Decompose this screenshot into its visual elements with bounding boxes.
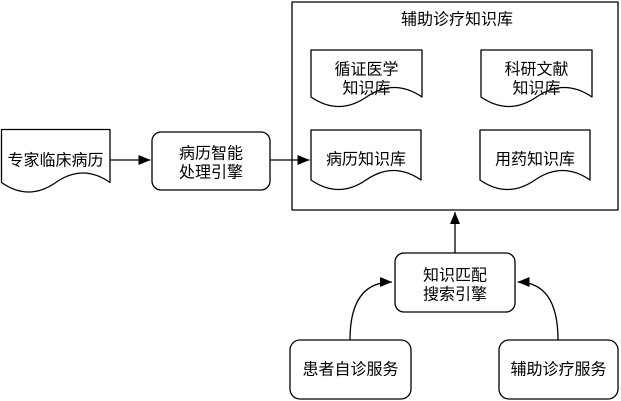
evidence-kb-label-line2: 知识库 [342, 79, 390, 98]
expert-records-doc [0, 128, 111, 193]
evidence-kb-doc [310, 49, 423, 108]
assist-service-label: 辅助诊疗服务 [510, 360, 606, 379]
record-kb-doc [310, 129, 422, 191]
patient-service-label: 患者自诊服务 [302, 360, 398, 379]
knowledge-base-container-title: 辅助诊疗知识库 [401, 10, 513, 29]
research-kb-doc [480, 49, 593, 108]
expert-records-label: 专家临床病历 [7, 151, 103, 170]
search-engine-label-line1: 知识匹配 [423, 266, 487, 285]
research-kb-label-line1: 科研文献 [504, 60, 568, 79]
arrow-patient-to-search [349, 277, 393, 341]
processing-engine-label-line1: 病历智能 [179, 144, 243, 163]
search-engine-label-line2: 搜索引擎 [423, 285, 487, 304]
processing-engine-label-line2: 处理引擎 [179, 163, 243, 182]
processing-engine-box [151, 131, 271, 191]
medication-kb-label: 用药知识库 [495, 150, 575, 169]
medication-kb-doc [479, 129, 591, 191]
evidence-kb-label-line1: 循证医学 [334, 60, 398, 79]
record-kb-label: 病历知识库 [326, 150, 406, 169]
arrow-assist-to-search [517, 277, 559, 341]
research-kb-label-line2: 知识库 [512, 79, 560, 98]
